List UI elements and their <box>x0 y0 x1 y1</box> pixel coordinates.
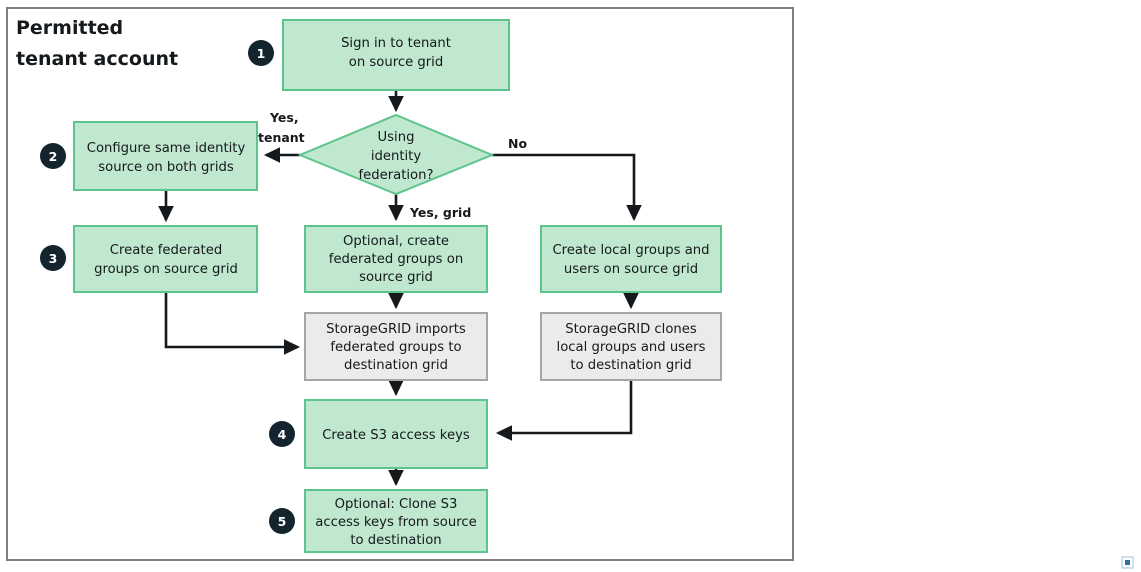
node-configure-same-identity-source[interactable]: Configure same identity source on both g… <box>73 121 258 191</box>
step-badge-1: 1 <box>248 40 274 66</box>
node-local-groups-line2: users on source grid <box>564 262 698 277</box>
edge-label-yes-tenant-line2: tenant <box>258 130 305 145</box>
step-badge-3-number: 3 <box>49 251 58 266</box>
node-optional-federated-line2: federated groups on <box>329 252 463 267</box>
node-using-identity-federation[interactable]: Using identity federation? <box>297 113 495 196</box>
node-create-federated-groups-source[interactable]: Create federated groups on source grid <box>73 225 258 293</box>
node-imports-line3: destination grid <box>344 358 448 373</box>
node-local-groups-line1: Create local groups and <box>552 243 709 258</box>
node-create-local-groups-users[interactable]: Create local groups and users on source … <box>540 225 722 293</box>
connector-create-federated-to-imports <box>164 292 301 355</box>
step-badge-4-number: 4 <box>278 427 287 442</box>
step-badge-2-number: 2 <box>49 149 58 164</box>
node-decision-line1: Using <box>378 130 415 145</box>
node-create-s3-access-keys[interactable]: Create S3 access keys <box>304 399 488 469</box>
node-clone-s3-line2: access keys from source <box>315 515 476 530</box>
page-title-line2: tenant account <box>16 48 178 70</box>
step-badge-3: 3 <box>40 245 66 271</box>
step-badge-5-number: 5 <box>278 514 287 529</box>
node-decision-line2: identity <box>371 149 422 164</box>
step-badge-4: 4 <box>269 421 295 447</box>
node-sign-in-line2: on source grid <box>349 55 443 70</box>
node-imports-line2: federated groups to <box>330 340 461 355</box>
step-badge-1-number: 1 <box>257 46 266 61</box>
node-create-federated-line1: Create federated <box>110 243 222 258</box>
node-storagegrid-clones-local-groups[interactable]: StorageGRID clones local groups and user… <box>540 312 722 381</box>
connector-layer <box>158 90 642 487</box>
node-create-federated-line2: groups on source grid <box>94 262 238 277</box>
node-configure-line1: Configure same identity <box>87 141 246 156</box>
page-title-line1: Permitted <box>16 17 123 39</box>
node-optional-federated-line3: source grid <box>359 270 433 285</box>
node-decision-line3: federation? <box>358 168 433 183</box>
node-sign-in-line1: Sign in to tenant <box>341 36 451 51</box>
resize-handle[interactable] <box>1121 556 1134 569</box>
edge-label-yes-tenant-line1: Yes, <box>269 110 299 125</box>
edge-label-yes-grid: Yes, grid <box>409 205 471 220</box>
node-clones-line2: local groups and users <box>557 340 706 355</box>
node-clones-line3: to destination grid <box>570 358 691 373</box>
edge-label-no: No <box>508 136 527 151</box>
node-clone-s3-line1: Optional: Clone S3 <box>335 497 458 512</box>
step-badge-2: 2 <box>40 143 66 169</box>
node-optional-create-federated-groups[interactable]: Optional, create federated groups on sou… <box>304 225 488 293</box>
node-optional-clone-s3-access-keys[interactable]: Optional: Clone S3 access keys from sour… <box>304 489 488 553</box>
node-sign-in[interactable]: Sign in to tenant on source grid <box>282 19 510 91</box>
connector-decision-no-to-local-groups <box>492 153 642 222</box>
node-s3-keys-line1: Create S3 access keys <box>322 428 470 443</box>
node-optional-federated-line1: Optional, create <box>343 234 449 249</box>
node-storagegrid-imports-federated-groups[interactable]: StorageGRID imports federated groups to … <box>304 312 488 381</box>
connector-clones-to-s3-keys <box>495 380 633 441</box>
node-imports-line1: StorageGRID imports <box>326 322 466 337</box>
step-badge-5: 5 <box>269 508 295 534</box>
node-clones-line1: StorageGRID clones <box>565 322 697 337</box>
node-configure-line2: source on both grids <box>98 160 234 175</box>
node-clone-s3-line3: to destination <box>350 533 441 548</box>
